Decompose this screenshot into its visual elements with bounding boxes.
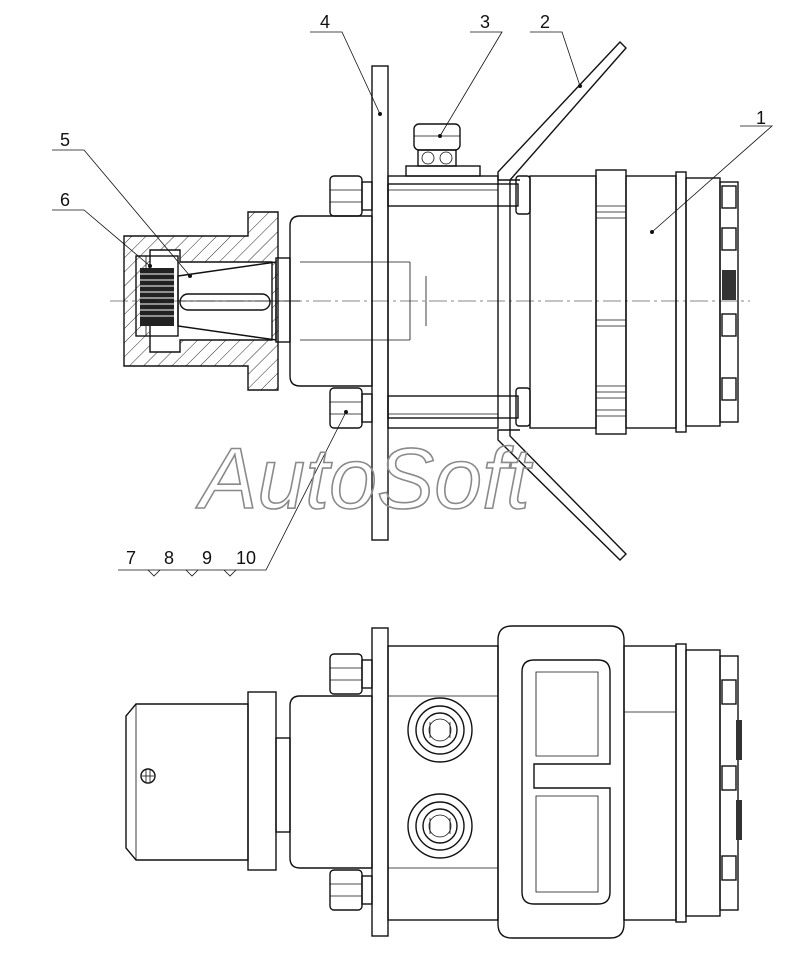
- leader-1: [651, 125, 774, 233]
- upper-bolt: [329, 175, 531, 217]
- callout-7: 7: [126, 548, 136, 568]
- motor-part-1: [529, 169, 739, 435]
- callout-6: 6: [60, 190, 70, 210]
- leader-5: [52, 149, 191, 277]
- callout-labels: 1 2 3 4 5 6 7 8 9 10: [60, 12, 766, 568]
- callout-9: 9: [202, 548, 212, 568]
- fitting-part-3: [405, 123, 481, 177]
- lower-bolt-parts-7-10: [329, 387, 531, 429]
- plate-bottom: [371, 627, 389, 937]
- bracket-part-2: [497, 40, 627, 561]
- nut-part-6: [135, 255, 179, 337]
- watermark: AutoSoft: [195, 431, 533, 527]
- motor-bottom: [623, 643, 742, 923]
- pump-body: [387, 175, 499, 429]
- leader-lines: [52, 31, 774, 577]
- leader-4: [310, 31, 381, 115]
- callout-8: 8: [164, 548, 174, 568]
- leader-6: [52, 209, 151, 267]
- callout-5: 5: [60, 130, 70, 150]
- callout-3: 3: [480, 12, 490, 32]
- coupling-end: [125, 691, 373, 871]
- bottom-view: [125, 625, 742, 939]
- bottom-bolts: [329, 653, 373, 911]
- port-fitting-upper: [407, 697, 473, 763]
- callout-10: 10: [236, 548, 256, 568]
- leader-3: [439, 31, 503, 137]
- top-view: [110, 40, 750, 561]
- callout-1: 1: [756, 108, 766, 128]
- callout-4: 4: [320, 12, 330, 32]
- port-fitting-lower: [407, 793, 473, 859]
- bracket-bottom: [497, 625, 625, 939]
- callout-2: 2: [540, 12, 550, 32]
- leader-2: [530, 31, 581, 87]
- leader-7-10: [118, 411, 347, 571]
- pump-body-bottom: [387, 645, 499, 921]
